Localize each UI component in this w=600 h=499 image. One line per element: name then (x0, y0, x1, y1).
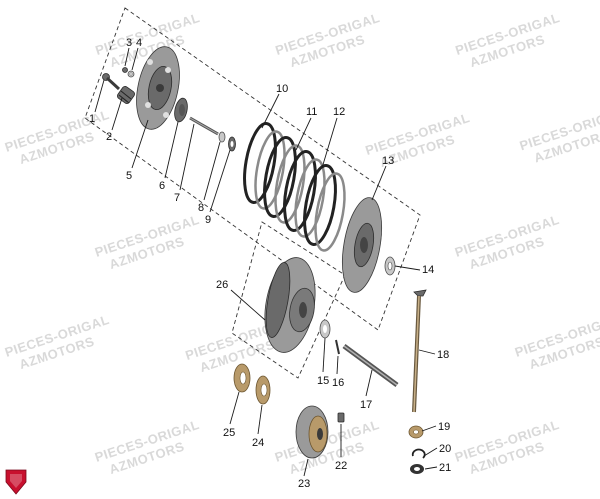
watermark: PIECES-ORIGAL AZMOTORS (273, 417, 381, 477)
callout-19: 19 (438, 421, 450, 433)
pressure-plate-part (136, 46, 180, 130)
callout-14: 14 (422, 264, 434, 276)
callout-9: 9 (205, 214, 211, 226)
leader-4 (131, 47, 139, 71)
callout-16: 16 (332, 377, 344, 389)
shaft-part (342, 343, 399, 388)
leader-lines (94, 47, 438, 477)
lock-washer-part (228, 136, 236, 152)
leader-6 (164, 121, 179, 179)
clutch-plates-part (243, 122, 346, 252)
leader-23 (303, 458, 309, 477)
bolt-part (102, 73, 121, 91)
callout-2: 2 (106, 131, 112, 143)
leader-7 (179, 123, 195, 191)
thick-washer-part (255, 375, 271, 405)
shield-logo-icon (5, 469, 27, 495)
circlip-part (411, 448, 426, 459)
small-washer-part (218, 131, 226, 143)
watermark: PIECES-ORIGAL AZMOTORS (513, 312, 600, 372)
leader-20 (423, 447, 438, 457)
clutch-lever-part (412, 289, 427, 413)
callout-8: 8 (198, 202, 204, 214)
primary-gear-part (295, 405, 329, 459)
key-part (337, 412, 345, 423)
leader-1 (94, 79, 105, 113)
callout-12: 12 (333, 106, 345, 118)
watermark: PIECES-ORIGAL AZMOTORS (363, 110, 471, 170)
leader-9 (209, 149, 231, 213)
bearing-part (174, 97, 188, 123)
callout-23: 23 (298, 478, 310, 490)
parts (102, 46, 427, 474)
leader-8 (203, 141, 221, 201)
leader-19 (421, 425, 437, 432)
callout-3: 3 (126, 37, 132, 49)
watermark: PIECES-ORIGAL AZMOTORS (273, 10, 381, 70)
watermark: PIECES-ORIGAL AZMOTORS (453, 417, 561, 477)
bushing-part (408, 425, 424, 439)
leader-12 (321, 117, 338, 169)
watermark: PIECES-ORIGAL AZMOTORS (93, 417, 201, 477)
callout-20: 20 (439, 443, 451, 455)
clutch-housing-part (264, 257, 316, 353)
callout-10: 10 (276, 83, 288, 95)
watermark: PIECES-ORIGAL AZMOTORS (518, 105, 600, 165)
watermark: PIECES-ORIGAL AZMOTORS (453, 10, 561, 70)
callout-17: 17 (360, 399, 372, 411)
leader-14 (394, 265, 421, 271)
leader-24 (257, 404, 263, 435)
housing-washer-part (319, 319, 331, 339)
watermark: PIECES-ORIGAL AZMOTORS (3, 312, 111, 372)
assembly-boundaries (84, 7, 421, 379)
hub-nut-part (384, 256, 396, 276)
leader-11 (295, 117, 312, 151)
leader-16 (336, 355, 339, 375)
callout-22: 22 (335, 460, 347, 472)
callout-13: 13 (382, 155, 394, 167)
callout-21: 21 (439, 462, 451, 474)
callout-1: 1 (89, 113, 95, 125)
seal-part (410, 464, 424, 474)
callout-4: 4 (136, 37, 142, 49)
watermark: PIECES-ORIGAL AZMOTORS (453, 212, 561, 272)
small-bolt-part (122, 67, 128, 73)
callout-15: 15 (317, 375, 329, 387)
callout-26: 26 (216, 279, 228, 291)
clutch-hub-part (342, 197, 382, 293)
leader-26 (230, 289, 266, 321)
callout-5: 5 (126, 170, 132, 182)
callout-labels: 1 2 3 4 5 6 7 8 9 10 11 12 13 14 15 16 1… (89, 37, 451, 490)
pushrod-part (189, 116, 219, 136)
leader-17 (365, 369, 373, 397)
clutch-assembly-boundary (84, 7, 421, 331)
spacer-part (233, 363, 251, 393)
pin-part (335, 339, 340, 355)
watermark: PIECES-ORIGAL AZMOTORS (3, 107, 111, 167)
leader-5 (131, 119, 149, 169)
washer-part (127, 70, 135, 78)
leader-3 (124, 47, 130, 67)
callout-6: 6 (159, 180, 165, 192)
leader-18 (418, 349, 436, 355)
callout-7: 7 (174, 192, 180, 204)
leader-10 (261, 93, 280, 129)
callout-24: 24 (252, 437, 264, 449)
watermark-layer: PIECES-ORIGAL AZMOTORS PIECES-ORIGAL AZM… (3, 10, 600, 477)
callout-25: 25 (223, 427, 235, 439)
leader-21 (424, 466, 438, 470)
leader-15 (322, 337, 326, 373)
callout-11: 11 (306, 106, 317, 118)
leader-13 (371, 165, 387, 201)
leader-25 (229, 391, 240, 425)
housing-assembly-boundary (231, 221, 346, 379)
watermark: PIECES-ORIGAL AZMOTORS (93, 212, 201, 272)
callout-18: 18 (437, 349, 449, 361)
leader-2 (111, 97, 123, 131)
